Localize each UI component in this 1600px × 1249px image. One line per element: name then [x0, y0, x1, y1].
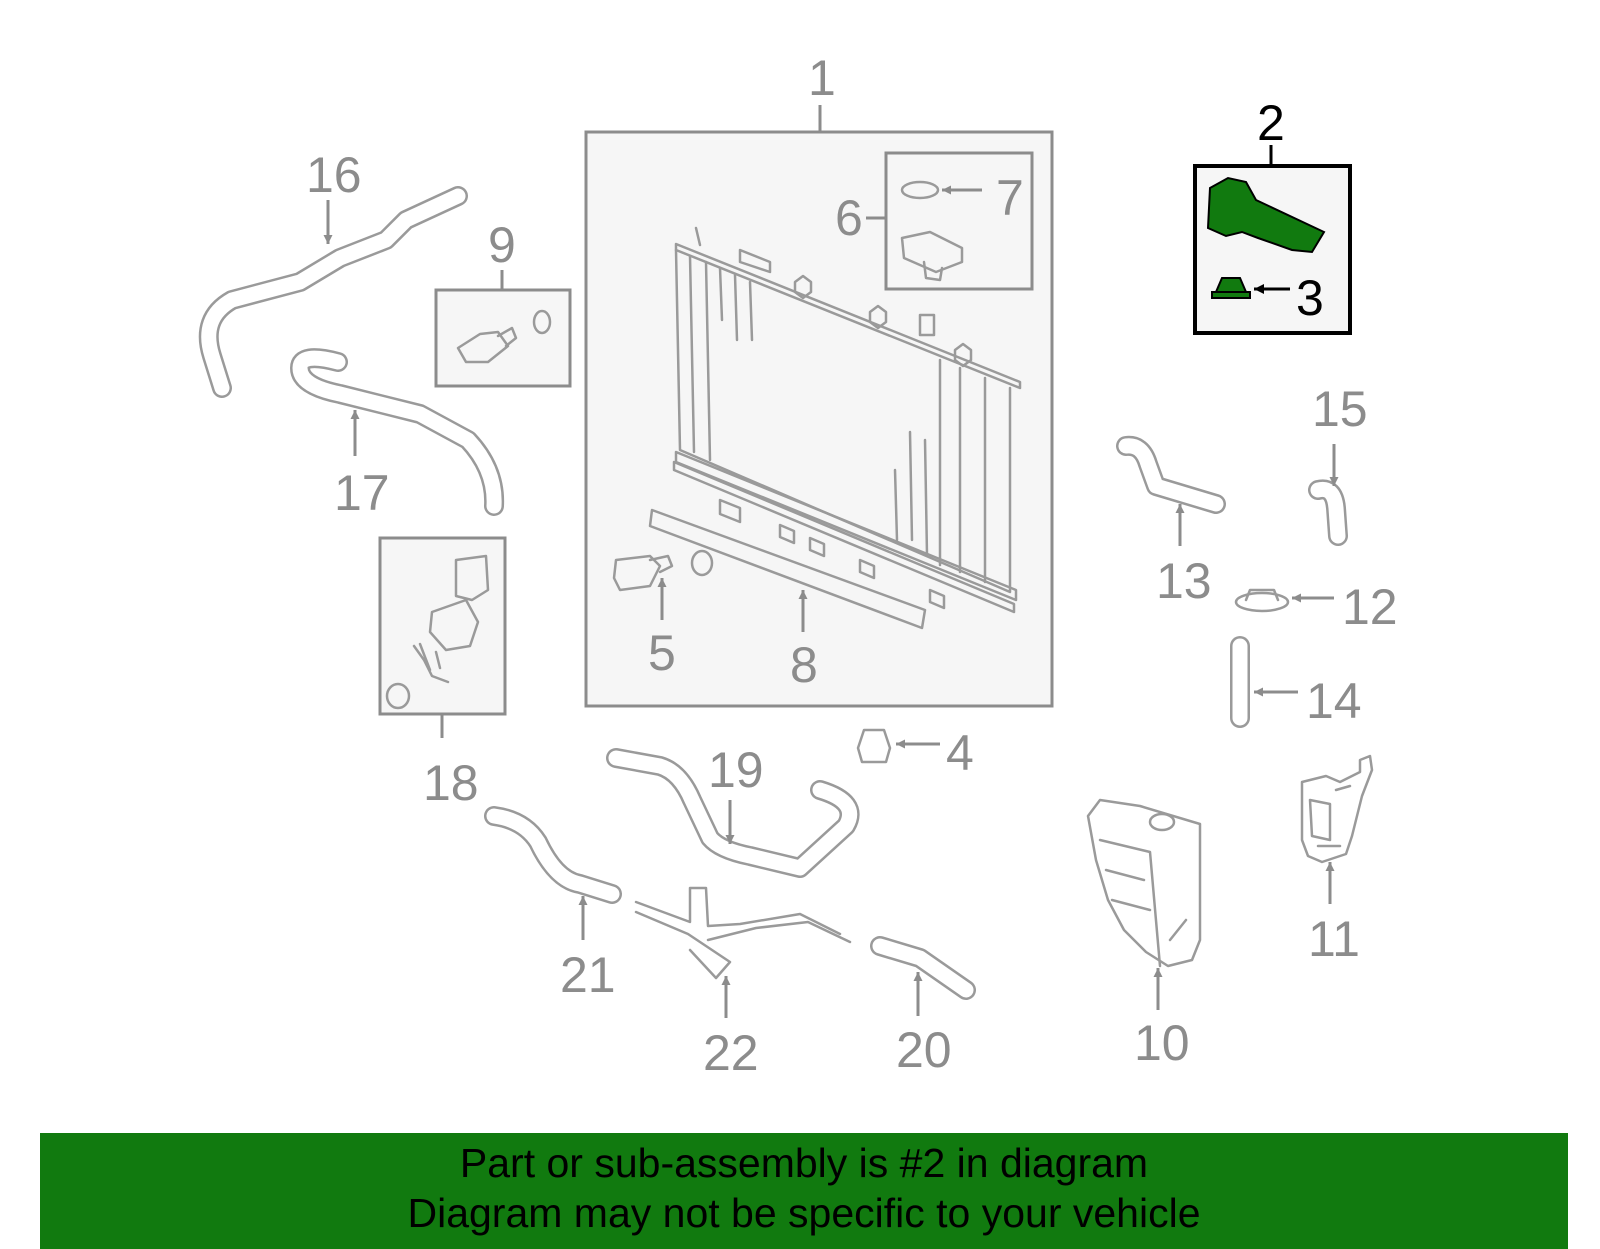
- sensor-washer-part: [532, 309, 552, 335]
- lower-seal-part: [648, 508, 927, 630]
- clip-part-highlight: [1211, 277, 1251, 299]
- banner-line-1: Part or sub-assembly is #2 in diagram: [459, 1140, 1149, 1186]
- hose-19-part: [606, 748, 860, 878]
- callout-18[interactable]: 18: [423, 755, 479, 811]
- callout-19[interactable]: 19: [708, 742, 764, 798]
- callout-6[interactable]: 6: [835, 190, 863, 246]
- callout-4[interactable]: 4: [946, 725, 974, 781]
- callout-10[interactable]: 10: [1134, 1015, 1190, 1071]
- callout-16[interactable]: 16: [306, 147, 362, 203]
- callout-15[interactable]: 15: [1312, 381, 1368, 437]
- cap-subassembly-box: [884, 151, 1034, 291]
- callout-8[interactable]: 8: [790, 637, 818, 693]
- banner-line-2: Diagram may not be specific to your vehi…: [407, 1190, 1201, 1236]
- reservoir-tank-part: [1086, 798, 1202, 968]
- callout-17[interactable]: 17: [334, 465, 390, 521]
- hose-17-part: [290, 348, 505, 516]
- shroud-part-highlight: [1206, 176, 1326, 254]
- callout-3[interactable]: 3: [1296, 270, 1324, 326]
- info-banner: Part or sub-assembly is #2 in diagram Di…: [40, 1133, 1568, 1249]
- cap-12-part: [1234, 588, 1290, 613]
- bracket-part: [1300, 754, 1374, 864]
- callout-1[interactable]: 1: [808, 50, 836, 106]
- callout-7[interactable]: 7: [996, 170, 1024, 226]
- radiator-core: [672, 226, 1022, 614]
- callout-20[interactable]: 20: [896, 1022, 952, 1078]
- hose-16-part: [198, 186, 468, 398]
- hose-15-part: [1308, 479, 1348, 546]
- highlighted-part-group: 2 3: [1193, 95, 1352, 335]
- radiator-cap-part: [900, 230, 964, 282]
- drain-plug-part: [612, 549, 714, 592]
- hose-20-part: [870, 936, 976, 1000]
- callout-22[interactable]: 22: [703, 1025, 759, 1081]
- callout-11[interactable]: 11: [1308, 911, 1360, 967]
- callout-14[interactable]: 14: [1306, 673, 1362, 729]
- callout-2[interactable]: 2: [1257, 95, 1285, 151]
- callout-13[interactable]: 13: [1156, 553, 1212, 609]
- radiator-assembly-group: 1 8 5 6 7: [584, 50, 1054, 708]
- o-ring-part: [900, 180, 940, 200]
- thermostat-housing-part: [385, 554, 490, 710]
- temp-sensor-part: [456, 326, 518, 364]
- callout-9[interactable]: 9: [488, 217, 516, 273]
- pipe-22-part: [634, 886, 852, 980]
- callout-12[interactable]: 12: [1342, 579, 1398, 635]
- hose-13-part: [1116, 435, 1226, 514]
- hose-21-part: [484, 806, 622, 904]
- mount-cushion-part: [856, 728, 892, 764]
- callout-5[interactable]: 5: [648, 625, 676, 681]
- callout-21[interactable]: 21: [560, 947, 616, 1003]
